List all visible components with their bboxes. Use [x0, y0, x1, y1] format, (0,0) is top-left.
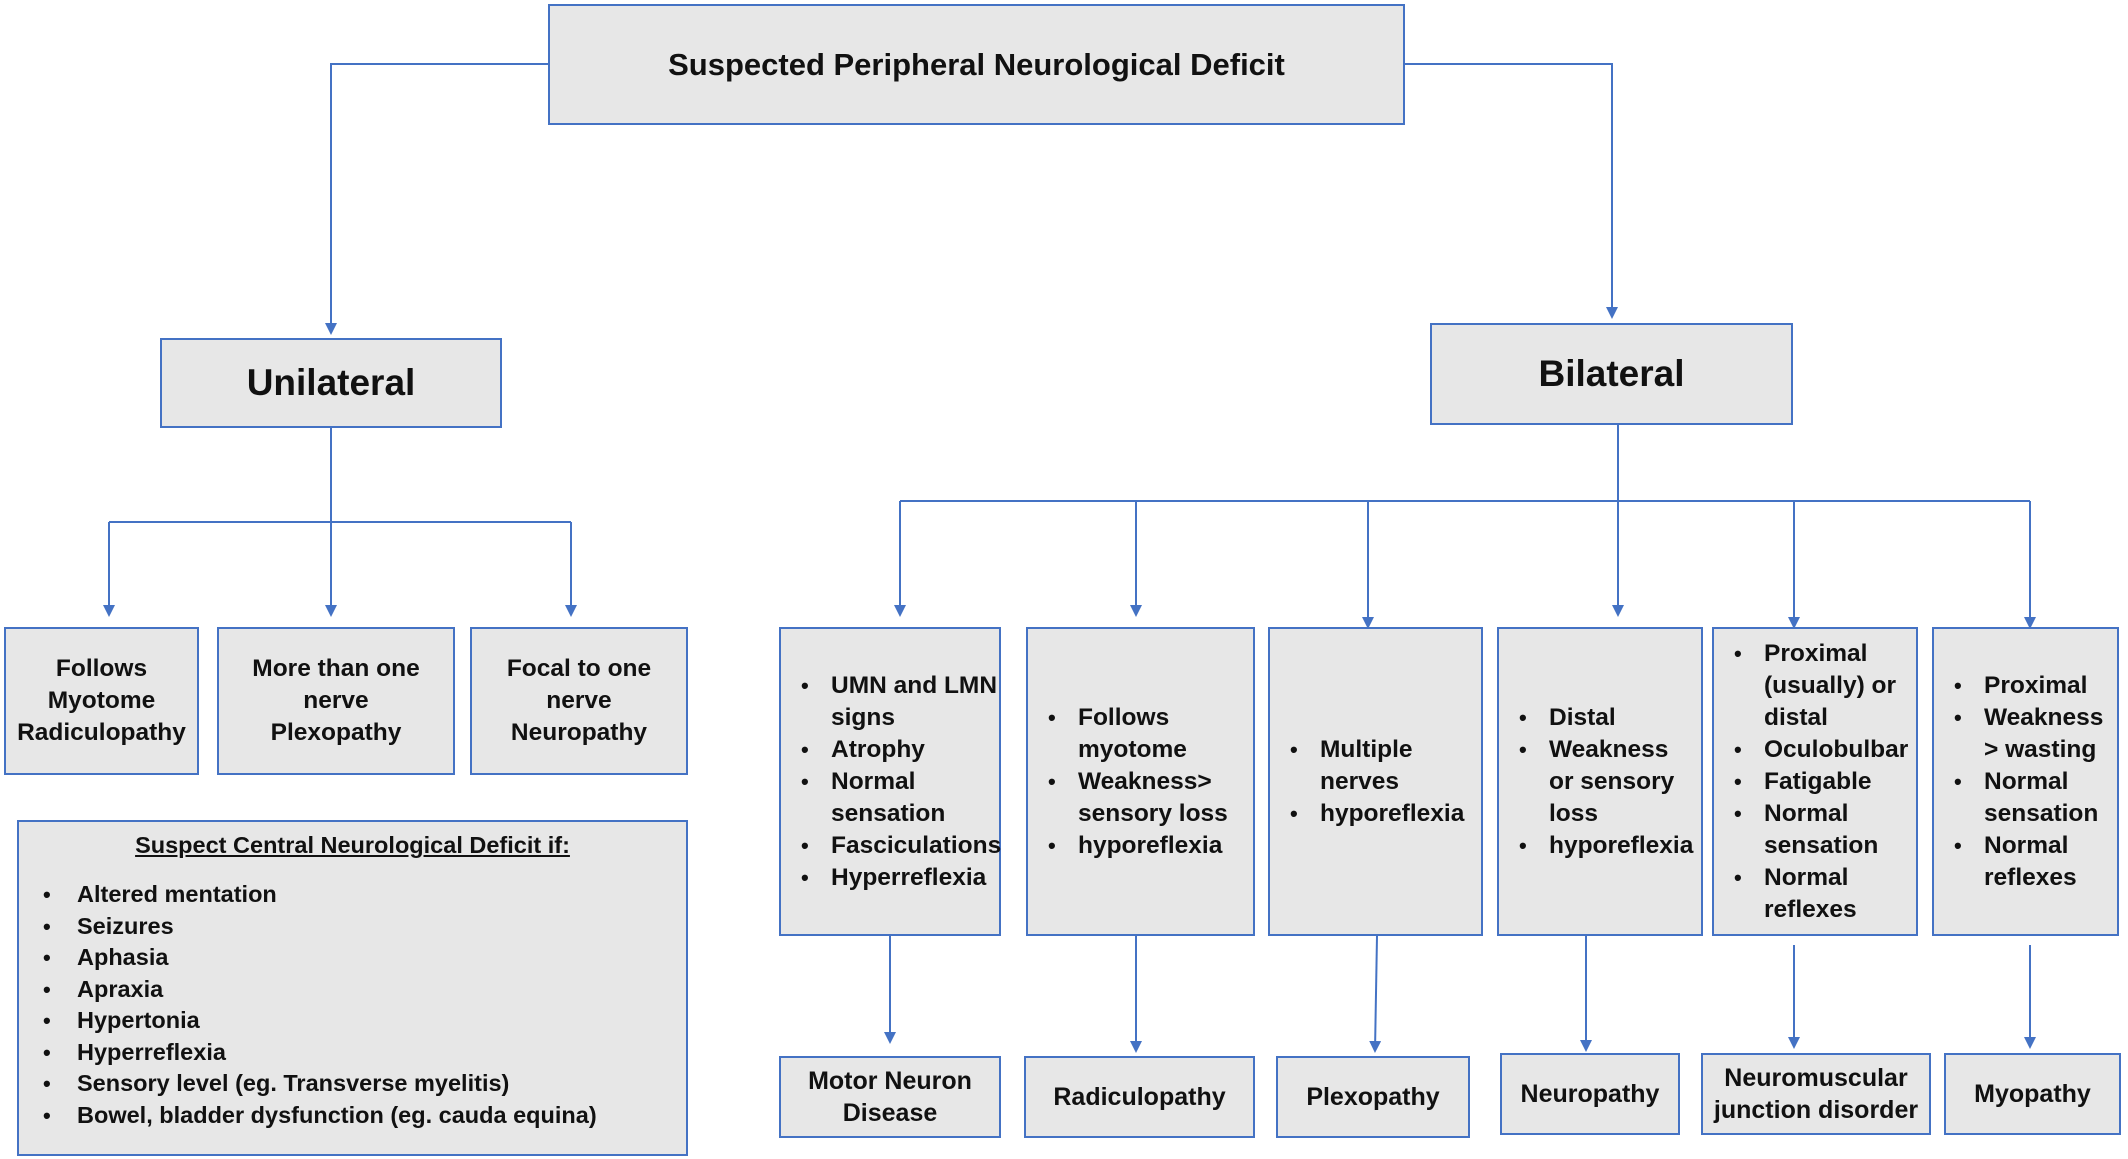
unilateral-box: Unilateral [160, 338, 502, 428]
list-item: Hypertonia [33, 1005, 672, 1037]
title-text: Suspected Peripheral Neurological Defici… [668, 46, 1285, 82]
outcome-line: Myopathy [1974, 1080, 2091, 1108]
unilateral-category-box: More than one nerve Plexopathy [217, 627, 455, 775]
unilateral-category-box: Focal to one nerve Neuropathy [470, 627, 688, 775]
list-item: UMN and LMN signs [787, 670, 1001, 734]
bilateral-category-box: Proximal (usually) or distal Oculobulbar… [1712, 627, 1918, 936]
category-line: Follows [55, 655, 148, 682]
list-item: Normal sensation [1940, 766, 2111, 830]
bilateral-category-box: Distal Weakness or sensory loss hyporefl… [1497, 627, 1703, 936]
list-item: Bowel, bladder dysfunction (eg. cauda eq… [33, 1100, 672, 1132]
category-line: nerve [303, 687, 369, 714]
central-deficit-heading: Suspect Central Neurological Deficit if: [135, 832, 570, 858]
category-line: Radiculopathy [17, 719, 186, 746]
arrow-outcome-3 [1369, 935, 1382, 1053]
outcome-line: Neuropathy [1520, 1080, 1660, 1108]
list-item: Normal reflexes [1720, 862, 1910, 926]
list-item: hyporeflexia [1034, 830, 1247, 862]
list-item: Follows myotome [1034, 702, 1247, 766]
bilateral-category-list: UMN and LMN signs Atrophy Normal sensati… [787, 670, 1001, 894]
bilateral-category-list: Multiple nerves hyporeflexia [1276, 734, 1475, 830]
outcome-line: Motor Neuron [808, 1067, 972, 1095]
central-deficit-list: Altered mentation Seizures Aphasia Aprax… [33, 879, 672, 1131]
list-item: Sensory level (eg. Transverse myelitis) [33, 1068, 672, 1100]
bilateral-category-list: Proximal (usually) or distal Oculobulbar… [1720, 638, 1910, 926]
category-line: Focal to one [506, 655, 652, 682]
bilateral-category-box: UMN and LMN signs Atrophy Normal sensati… [779, 627, 1001, 936]
list-item: Fatigable [1720, 766, 1910, 798]
arrow-title-to-unilateral [325, 63, 548, 335]
list-item: hyporeflexia [1276, 798, 1475, 830]
list-item: Altered mentation [33, 879, 672, 911]
outcome-box-neuromuscular-junction-disorder: Neuromuscular junction disorder [1701, 1053, 1931, 1135]
bilateral-category-list: Follows myotome Weakness> sensory loss h… [1034, 702, 1247, 862]
list-item: Multiple nerves [1276, 734, 1475, 798]
outcome-box-motor-neuron-disease: Motor Neuron Disease [779, 1056, 1001, 1138]
list-item: Atrophy [787, 734, 1001, 766]
unilateral-label: Unilateral [246, 362, 416, 403]
bilateral-category-box: Multiple nerves hyporeflexia [1268, 627, 1483, 936]
list-item: Weakness > wasting [1940, 702, 2111, 766]
list-item: Proximal (usually) or distal [1720, 638, 1910, 734]
list-item: Seizures [33, 911, 672, 943]
list-item: Normal reflexes [1940, 830, 2111, 894]
list-item: Proximal [1940, 670, 2111, 702]
list-item: Normal sensation [1720, 798, 1910, 862]
bilateral-box: Bilateral [1430, 323, 1793, 425]
bilateral-label: Bilateral [1538, 353, 1685, 394]
category-line: More than one [252, 655, 420, 682]
list-item: hyporeflexia [1505, 830, 1695, 862]
title-box: Suspected Peripheral Neurological Defici… [548, 4, 1405, 125]
category-line: nerve [546, 687, 612, 714]
outcome-line: Plexopathy [1306, 1083, 1440, 1111]
central-deficit-box: Suspect Central Neurological Deficit if:… [17, 820, 688, 1156]
list-item: Weakness or sensory loss [1505, 734, 1695, 830]
list-item: Oculobulbar [1720, 734, 1910, 766]
outcome-box-myopathy: Myopathy [1944, 1053, 2121, 1135]
bilateral-category-box: Follows myotome Weakness> sensory loss h… [1026, 627, 1255, 936]
bilateral-category-list: Distal Weakness or sensory loss hyporefl… [1505, 702, 1695, 862]
outcome-line: Neuromuscular [1724, 1064, 1908, 1092]
outcome-box-plexopathy: Plexopathy [1276, 1056, 1470, 1138]
outcome-line: Disease [842, 1099, 938, 1127]
category-line: Plexopathy [270, 719, 402, 746]
outcome-box-radiculopathy: Radiculopathy [1024, 1056, 1255, 1138]
list-item: Distal [1505, 702, 1695, 734]
list-item: Aphasia [33, 942, 672, 974]
arrow-title-to-bilateral [1405, 63, 1618, 319]
unilateral-category-box: Follows Myotome Radiculopathy [4, 627, 199, 775]
category-line: Neuropathy [510, 719, 648, 746]
outcome-box-neuropathy: Neuropathy [1500, 1053, 1680, 1135]
bilateral-category-list: Proximal Weakness > wasting Normal sensa… [1940, 670, 2111, 894]
list-item: Hyperreflexia [787, 862, 1001, 894]
list-item: Weakness> sensory loss [1034, 766, 1247, 830]
bilateral-category-box: Proximal Weakness > wasting Normal sensa… [1932, 627, 2119, 936]
list-item: Fasciculations [787, 830, 1001, 862]
outcome-line: Radiculopathy [1053, 1083, 1226, 1111]
list-item: Hyperreflexia [33, 1037, 672, 1069]
list-item: Normal sensation [787, 766, 1001, 830]
list-item: Apraxia [33, 974, 672, 1006]
outcome-line: junction disorder [1713, 1096, 1919, 1124]
category-line: Myotome [47, 687, 156, 714]
